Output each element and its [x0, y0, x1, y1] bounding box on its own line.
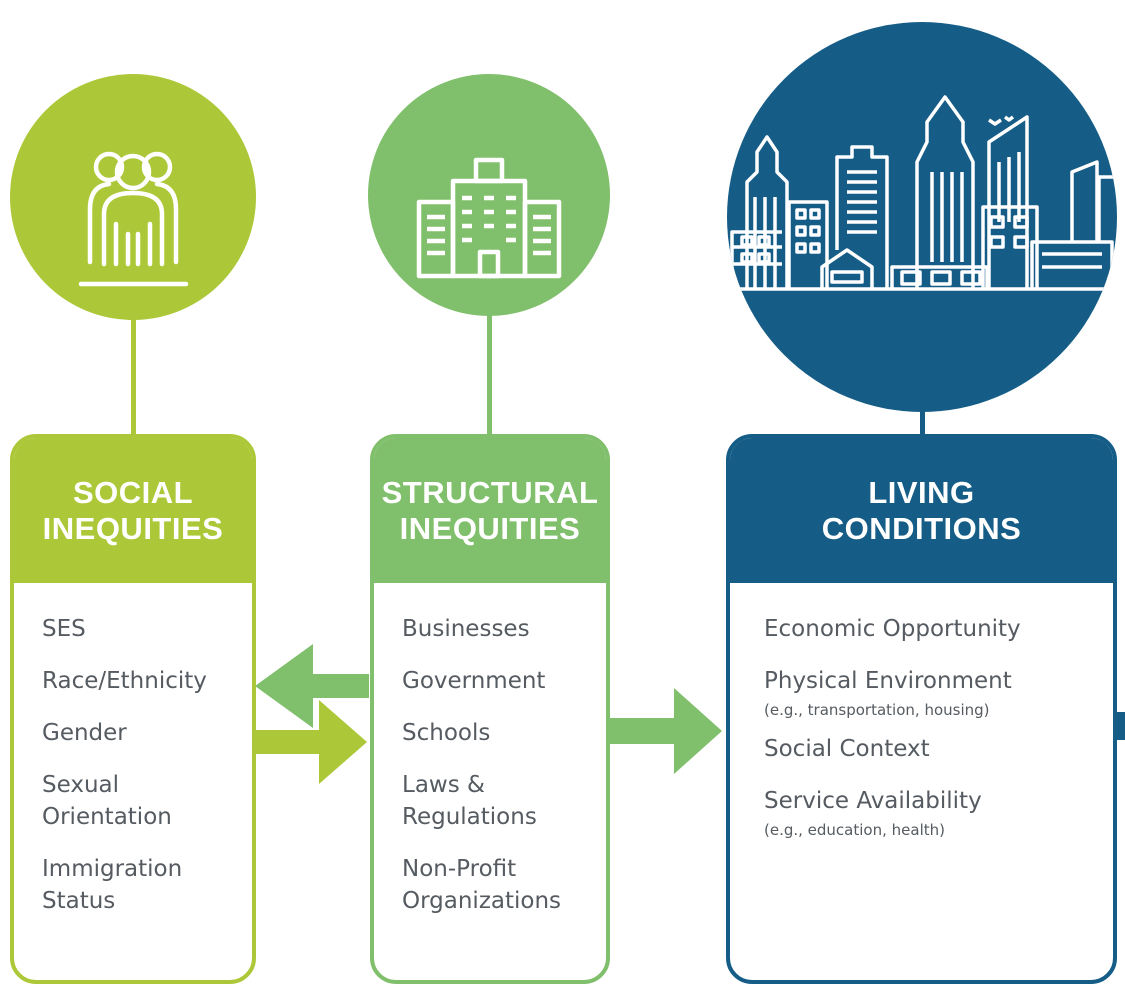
structural-title-line2: INEQUITIES [399, 510, 581, 546]
list-item: Social Context [764, 736, 930, 762]
social-title-line1: SOCIAL [72, 474, 194, 510]
list-item-note: (e.g., transportation, housing) [764, 701, 990, 719]
structural-circle [368, 74, 610, 316]
structural-title-line1: STRUCTURAL [381, 474, 599, 510]
list-item: Government [402, 668, 546, 694]
list-item: Economic Opportunity [764, 616, 1021, 642]
left-arrow [255, 644, 369, 728]
living-title-line1: LIVING [868, 474, 975, 510]
list-item-note: (e.g., education, health) [764, 821, 945, 839]
structural-card: STRUCTURAL INEQUITIES Businesses Governm… [370, 434, 610, 984]
city-skyline-icon [727, 95, 1117, 291]
list-item: SES [42, 616, 86, 642]
social-connector [131, 318, 136, 438]
right-arrow-social [255, 700, 367, 784]
structural-connector [487, 314, 492, 438]
list-item: Laws & [402, 772, 485, 798]
social-title-line2: INEQUITIES [42, 510, 224, 546]
living-connector [920, 410, 925, 438]
living-circle [727, 22, 1117, 412]
social-card: SOCIAL INEQUITIES SES Race/Ethnicity Gen… [10, 434, 256, 984]
social-card-header: SOCIAL INEQUITIES [14, 438, 252, 583]
list-item: Orientation [42, 804, 172, 830]
list-item: Businesses [402, 616, 530, 642]
office-building-icon [416, 157, 562, 279]
list-item: Sexual [42, 772, 120, 798]
list-item: Immigration [42, 856, 183, 882]
list-item: Physical Environment [764, 668, 1012, 694]
living-card: LIVING CONDITIONS Economic Opportunity P… [726, 434, 1117, 984]
list-item: Organizations [402, 888, 562, 914]
structural-card-header: STRUCTURAL INEQUITIES [374, 438, 606, 583]
living-card-header: LIVING CONDITIONS [730, 438, 1113, 583]
right-arrow-structural [610, 688, 722, 774]
list-item: Race/Ethnicity [42, 668, 207, 694]
social-circle [10, 74, 256, 320]
list-item: Regulations [402, 804, 537, 830]
people-group-icon [78, 151, 189, 287]
list-item: Status [42, 888, 116, 914]
list-item: Non-Profit [402, 856, 517, 882]
living-title-line2: CONDITIONS [821, 510, 1022, 546]
list-item: Gender [42, 720, 127, 746]
list-item: Service Availability [764, 788, 982, 814]
list-item: Schools [402, 720, 491, 746]
